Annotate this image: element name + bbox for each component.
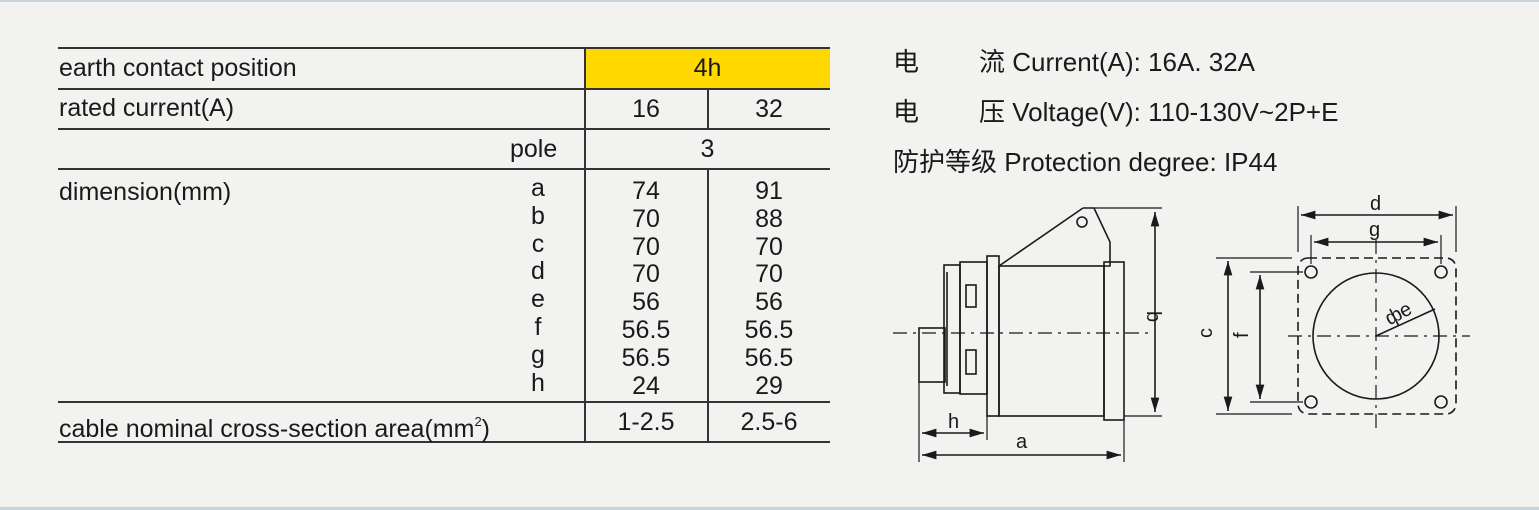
dimension-value: 24 [632,371,660,400]
lid-side-outline [1103,261,1125,421]
table-column-rule [707,88,709,128]
dimension-value: 56 [632,288,660,317]
current-cn-1: 电 [893,47,920,77]
cable-section-label: cable nominal cross-section area(mm2) [59,408,490,443]
dimension-b-label: b [1142,311,1164,322]
table-rule [58,128,830,130]
table-rule [58,168,830,170]
dimension-letter: e [531,285,545,314]
dimension-c-label: c [1195,328,1217,338]
table-column-rule [584,47,586,442]
dimension-letter: a [531,174,545,202]
dimension-letter: d [531,257,545,286]
voltage-cn-1: 电 [893,97,920,127]
cable-section-16: 1-2.5 [617,408,675,436]
lid-outline [1083,207,1111,267]
cable-section-close: ) [481,415,490,443]
diameter-e-label: ф e [1381,298,1415,330]
body-outline [998,265,1105,417]
mounting-hole-icon [1434,395,1448,409]
diameter-leader [1375,308,1436,337]
dimension-value: 70 [755,260,783,289]
dimension-value: 56 [755,288,783,317]
dimension-value: 70 [755,232,783,261]
protection-text: Protection degree: IP44 [1004,147,1278,177]
cable-section-text: cable nominal cross-section area(mm [59,415,475,443]
dimension-value: 70 [632,260,660,289]
dimension-value: 88 [755,204,783,233]
dimension-value: 56.5 [621,343,671,372]
table-column-rule [707,168,709,442]
voltage-spec: 电 压 Voltage(V): 110-130V~2P+E [893,97,1338,127]
dimension-value: 56.5 [744,315,794,344]
cable-section-superscript: 2 [474,414,482,429]
dimension-letter: h [531,368,545,397]
current-spec: 电 流 Current(A): 16A. 32A [893,47,1255,77]
dimension-value: 56.5 [744,343,794,372]
dimension-d-label: d [1370,193,1381,215]
table-rule [58,401,830,403]
dimension-letter: b [531,201,545,230]
rated-current-16: 16 [632,95,660,123]
dimension-letters: a b c d e f g h [513,174,563,397]
earth-contact-label: earth contact position [59,54,297,82]
dimension-value: 70 [632,232,660,261]
dimension-g-label: g [1369,219,1380,241]
voltage-cn-2: 压 [979,97,1006,127]
bottom-divider [0,507,1539,510]
current-text: Current(A): 16A. 32A [1012,47,1256,77]
dimension-letter: g [531,340,545,369]
protection-cn: 防护等级 [893,147,998,177]
dimension-value: 29 [755,371,783,400]
dimension-value: 74 [632,177,660,205]
rated-current-label: rated current(A) [59,94,235,122]
earth-position-highlight [585,48,830,88]
dimension-letter: c [531,229,545,258]
dimension-values-32: 91 88 70 70 56 56.5 56.5 29 [708,177,830,400]
dimension-value: 91 [755,177,783,205]
dimension-f-label: f [1231,332,1253,338]
table-rule [58,441,830,443]
current-cn-2: 流 [979,47,1006,77]
dimension-letter: f [534,312,542,341]
mounting-hole-icon [1434,265,1448,279]
dimension-a-label: a [1016,431,1028,453]
cable-gland-outline [918,327,946,383]
dimension-label: dimension(mm) [59,178,232,206]
rated-current-32: 32 [755,95,783,123]
dimension-value: 70 [632,204,660,233]
mounting-hole-icon [1304,395,1318,409]
mounting-hole-icon [1304,265,1318,279]
dimension-values-16: 74 70 70 70 56 56.5 56.5 24 [585,177,707,400]
protection-spec: 防护等级 Protection degree: IP44 [893,147,1277,177]
hinge-icon [1076,216,1088,228]
pole-label: pole [510,135,558,163]
pole-value: 3 [700,135,715,163]
cable-section-32: 2.5-6 [740,408,798,436]
earth-contact-value: 4h [693,54,722,82]
table-rule [58,47,830,49]
front-view-drawing [1216,206,1470,430]
dimension-h-label: h [948,411,959,433]
flange-outline [986,255,1000,417]
dimension-value: 56.5 [621,315,671,344]
side-view-drawing [893,207,1162,462]
top-divider [0,0,1539,2]
table-rule [58,88,830,90]
voltage-text: Voltage(V): 110-130V~2P+E [1012,97,1339,127]
